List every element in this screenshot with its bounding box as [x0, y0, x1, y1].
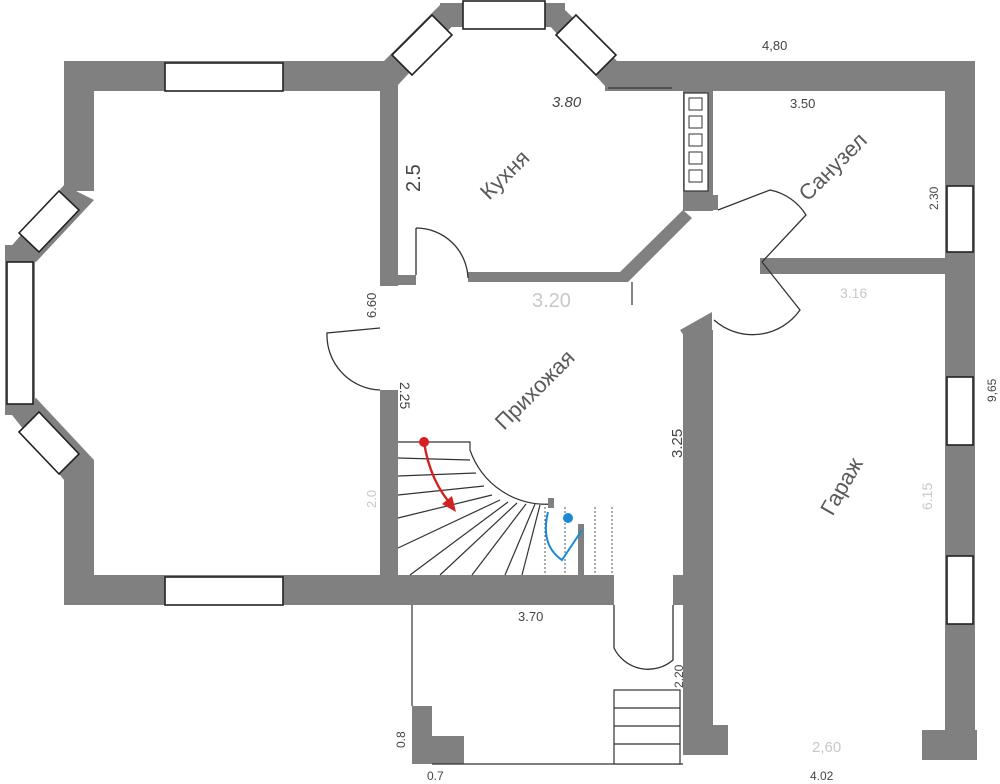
- kitchen-bay-walls: [380, 3, 977, 760]
- porch: [411, 87, 683, 765]
- dim-right-9-65: 9,65: [985, 378, 999, 402]
- dim-kitchen-3-20: 3.20: [532, 290, 571, 312]
- dim-bottom-4-02: 4.02: [810, 769, 834, 783]
- dim-kitchen-3-80: 3.80: [552, 94, 582, 111]
- doors: [326, 189, 807, 670]
- dim-porch-0-7: 0.7: [427, 769, 444, 783]
- dim-bath-3-50: 3.50: [790, 96, 815, 111]
- dim-bath-2-30: 2.30: [927, 186, 941, 210]
- dim-top-4-80: 4,80: [762, 38, 787, 53]
- room-label-bathroom: Санузел: [794, 128, 872, 206]
- dim-stair-2-0: 2.0: [364, 490, 379, 508]
- room-label-kitchen: Кухня: [475, 145, 534, 204]
- room-label-hallway: Прихожая: [490, 345, 580, 435]
- kitchen-cabinet: [683, 92, 709, 192]
- dim-kitchen-2-5: 2.5: [403, 164, 425, 192]
- dim-hall-3-25: 3.25: [669, 429, 686, 458]
- dim-garage-2-60: 2,60: [812, 739, 841, 756]
- dim-porch-2-20: 2.20: [672, 664, 686, 688]
- left-room-walls: [5, 61, 614, 605]
- staircase: [397, 437, 613, 576]
- windows: [6, 0, 974, 625]
- room-label-garage: Гараж: [815, 453, 868, 520]
- dim-garage-3-16: 3.16: [840, 285, 867, 301]
- dim-bottom-3-70: 3.70: [518, 609, 543, 624]
- dim-hall-2-25: 2.25: [397, 382, 413, 409]
- dim-left-6-60: 6.60: [364, 293, 379, 318]
- dim-porch-0-8: 0.8: [394, 731, 408, 748]
- dim-garage-6-15: 6.15: [919, 483, 935, 510]
